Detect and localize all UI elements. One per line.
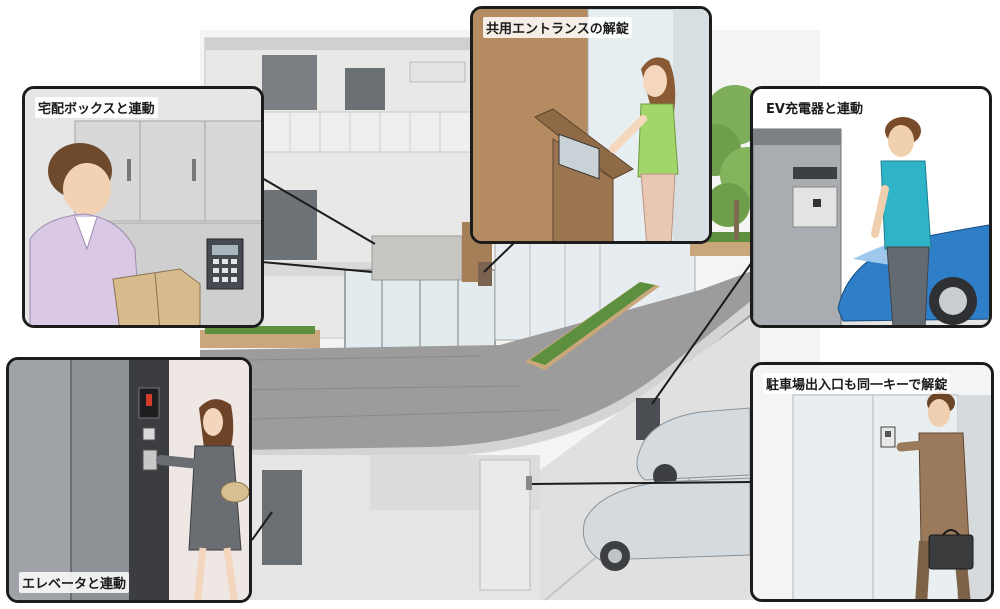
second-floor-door xyxy=(262,190,317,260)
parking-key-reader-background xyxy=(526,476,532,490)
delivery-lockers-background xyxy=(371,235,463,281)
briefcase-icon xyxy=(928,534,974,570)
elevator-key-reader-icon xyxy=(142,449,158,471)
panel-entrance: 共用エントランスの解錠 xyxy=(470,6,712,244)
man-face xyxy=(63,163,111,215)
panel-delivery-box: 宅配ボックスと連動 xyxy=(22,86,264,328)
callout-elevator-label: エレベータと連動 xyxy=(19,572,130,593)
parking-man-face xyxy=(928,399,950,427)
ev-man-jeans xyxy=(886,246,930,325)
elevator-woman-face xyxy=(203,408,223,436)
callout-parking-label: 駐車場出入口も同一キーで解錠 xyxy=(763,373,951,394)
canopy-edge xyxy=(239,296,764,460)
callout-leader-lines xyxy=(251,177,753,541)
ev-charger-screen xyxy=(793,167,837,179)
man-body xyxy=(29,213,141,325)
panel-parking: 駐車場出入口も同一キーで解錠 xyxy=(750,362,994,602)
callout-entrance-label: 共用エントランスの解錠 xyxy=(483,17,632,38)
elevator-door-left xyxy=(9,360,71,600)
ev-man-shirt xyxy=(880,160,932,250)
woman-pants xyxy=(640,173,676,241)
elevator-call-button-icon xyxy=(142,427,156,441)
upper-door xyxy=(262,55,317,110)
package-icon xyxy=(112,268,201,325)
panel-elevator: エレベータと連動 xyxy=(6,357,252,603)
elevator-woman-suit xyxy=(188,445,242,551)
parking-man-suit xyxy=(918,432,970,544)
panel-ev-charger: EV充電器と連動 xyxy=(750,86,992,328)
ev-man-face xyxy=(888,125,914,157)
ev-charger-unit xyxy=(753,128,842,325)
parked-car-lower xyxy=(582,477,751,561)
callout-delivery-box-label: 宅配ボックスと連動 xyxy=(35,97,158,118)
handbag-icon xyxy=(220,481,249,503)
callout-ev-charger-label: EV充電器と連動 xyxy=(763,97,866,118)
elevator-door-right xyxy=(71,360,129,600)
woman-face xyxy=(643,65,667,97)
entrance-keypad-icon xyxy=(558,133,600,180)
woman-top xyxy=(637,103,679,178)
planter-left xyxy=(200,330,320,348)
